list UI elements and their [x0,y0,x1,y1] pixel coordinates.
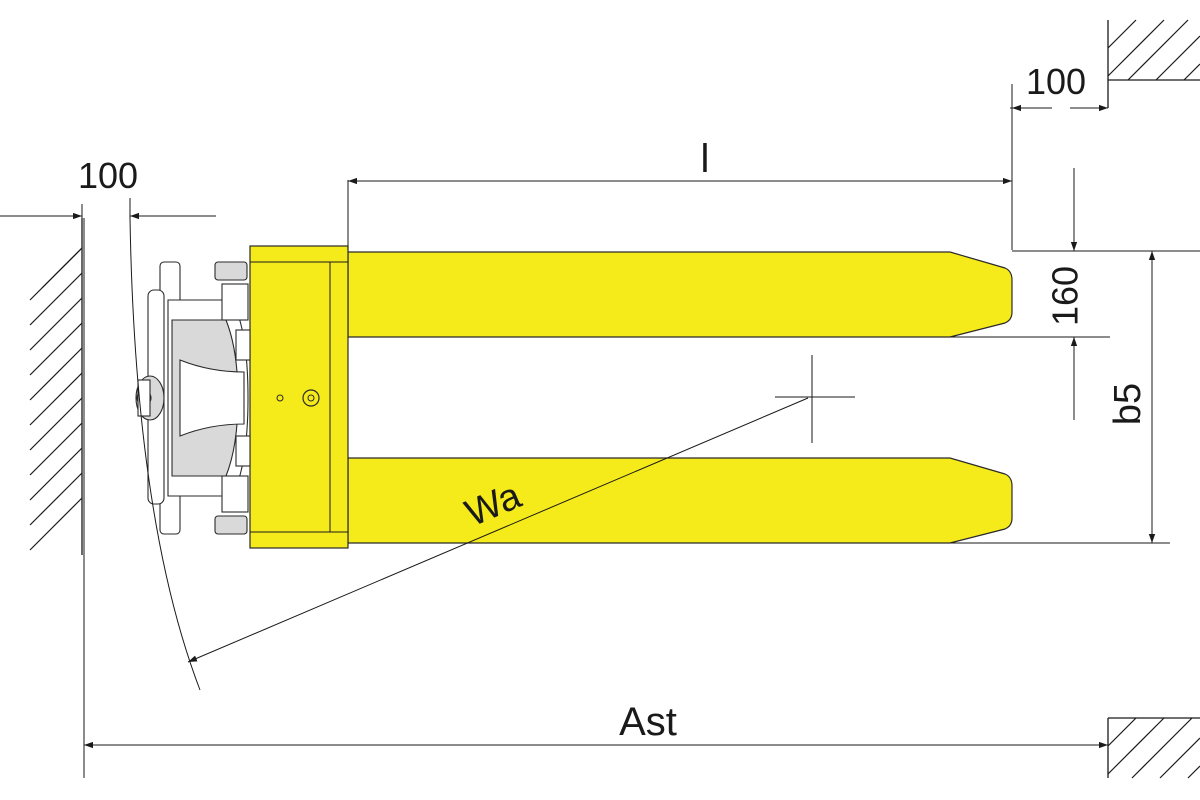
turning-center-cross [775,355,855,443]
truck-body [249,245,349,549]
left-wall-hatch [29,218,83,555]
lower-fork [347,457,1013,544]
upper-fork [347,251,1013,338]
wa-radius-line [187,397,809,663]
left-clearance-dimension [0,198,216,220]
fork-spread-label: b5 [1107,383,1149,425]
fork-length-dimension [347,177,1012,250]
right-clearance-dimension [1010,84,1108,250]
bottom-right-wall-hatch [1107,717,1200,779]
turning-arc [129,217,201,691]
aisle-width-label: Ast [619,700,677,744]
steering-mechanism [135,261,251,535]
fork-length-label: l [701,137,710,181]
fork-width-label: 160 [1045,266,1086,326]
right-clearance-label: 100 [1026,61,1086,102]
aisle-width-dimension [83,218,1108,778]
top-right-wall-hatch [1107,19,1200,108]
left-clearance-label: 100 [78,155,138,196]
fork-width-dimension [950,168,1110,420]
fork-spread-dimension [950,250,1200,544]
